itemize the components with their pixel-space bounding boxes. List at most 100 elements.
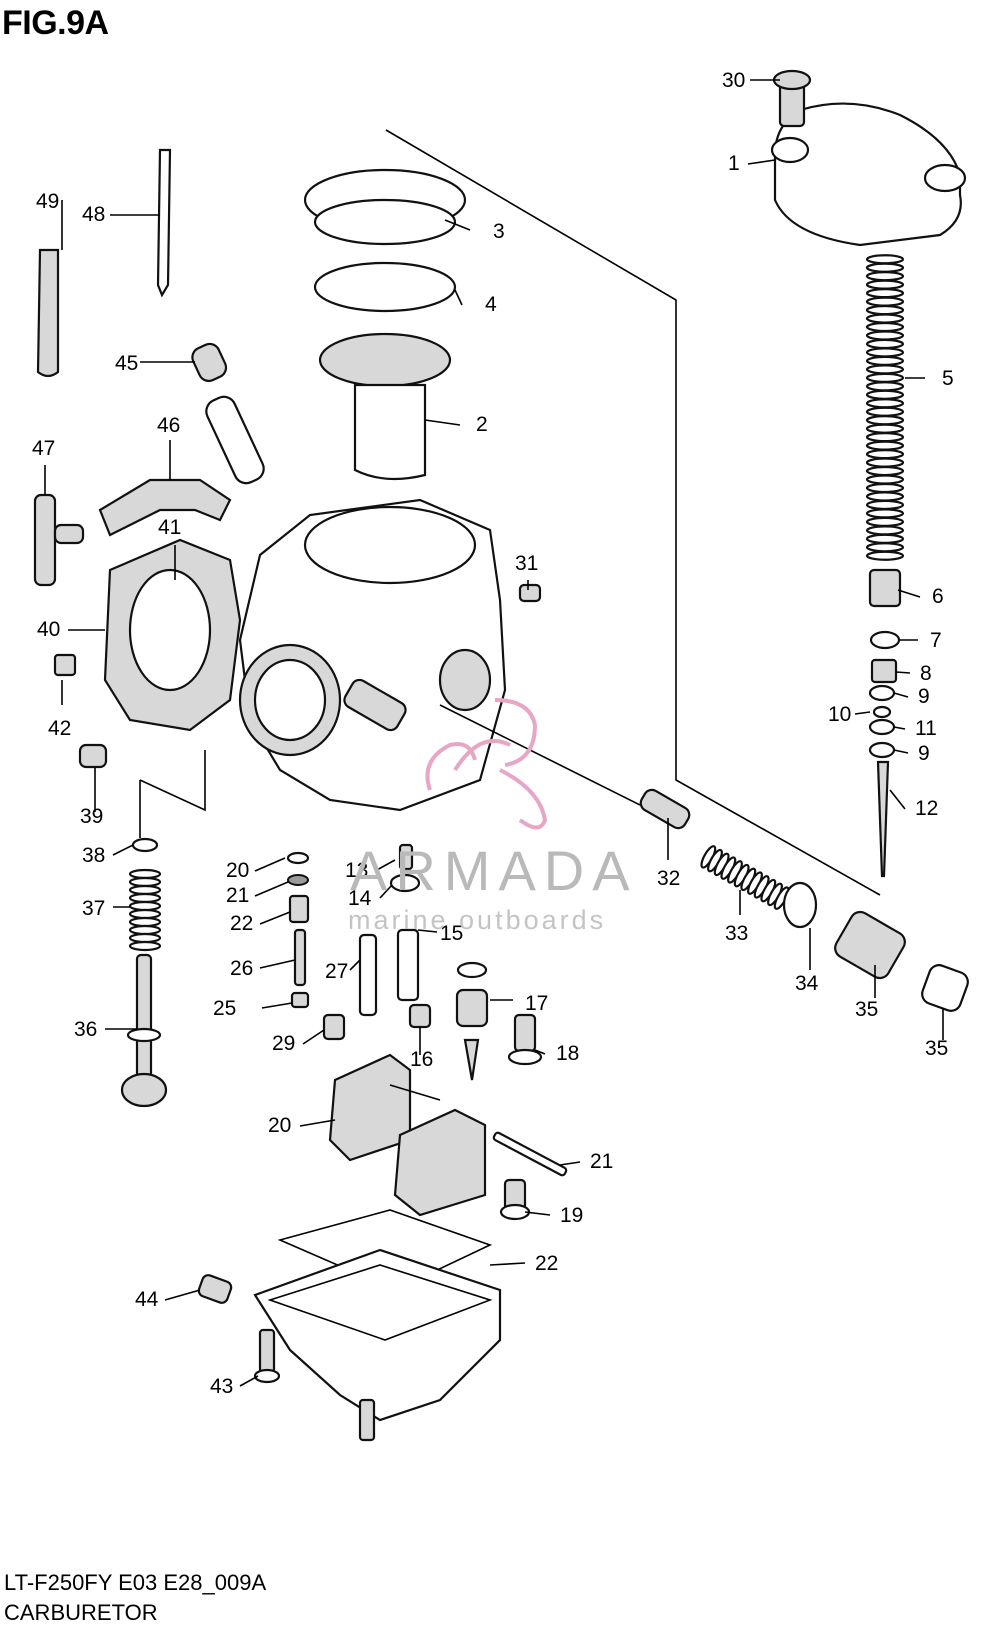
spring-coil bbox=[865, 338, 905, 350]
callout-22: 22 bbox=[535, 1252, 558, 1275]
leader-line bbox=[454, 289, 463, 306]
spring-coil bbox=[865, 415, 905, 426]
callout-44: 44 bbox=[135, 1288, 159, 1311]
spring-coil bbox=[865, 432, 905, 443]
callout-13: 13 bbox=[345, 859, 368, 882]
jet-parts bbox=[286, 843, 543, 1221]
spring-coil bbox=[128, 940, 162, 952]
spring-coil bbox=[865, 448, 905, 460]
callout-25: 22 bbox=[230, 912, 253, 935]
callout-3: 3 bbox=[493, 220, 505, 243]
spring-coil bbox=[865, 304, 905, 316]
callout-12: 12 bbox=[915, 797, 938, 820]
top-cap bbox=[770, 69, 967, 247]
leader-line bbox=[164, 1289, 201, 1301]
leader-line bbox=[259, 959, 296, 969]
callout-34: 35 bbox=[855, 998, 878, 1021]
spring-coil bbox=[865, 355, 905, 367]
carburetor-body bbox=[53, 498, 542, 812]
callout-4: 4 bbox=[485, 293, 497, 316]
spring-coil bbox=[128, 908, 162, 920]
callout-18: 18 bbox=[556, 1042, 579, 1065]
callout-38: 38 bbox=[82, 844, 105, 867]
spring-coil bbox=[865, 262, 905, 273]
spring-coil bbox=[865, 296, 905, 307]
spring-coil bbox=[128, 924, 162, 936]
watermark-tagline: marine outboards bbox=[348, 905, 607, 935]
needle-parts bbox=[868, 568, 902, 878]
watermark-loop bbox=[494, 698, 538, 767]
callout-16: 16 bbox=[410, 1048, 433, 1071]
leader-line bbox=[489, 1262, 526, 1266]
callout-10: 10 bbox=[828, 703, 851, 726]
hose-parts bbox=[33, 148, 265, 587]
callout-49: 49 bbox=[36, 190, 59, 213]
leader-line bbox=[893, 692, 909, 698]
leader-line bbox=[424, 419, 461, 426]
leader-line bbox=[747, 159, 776, 165]
leader-line bbox=[261, 1002, 293, 1009]
model-code: LT-F250FY E03 E28_009A bbox=[4, 1570, 267, 1595]
leader-line bbox=[349, 959, 361, 971]
float-bowl bbox=[197, 1209, 502, 1442]
callout-45: 45 bbox=[115, 352, 138, 375]
spring-coil bbox=[865, 389, 905, 400]
callout-20: 20 bbox=[268, 1114, 291, 1137]
spring-coil bbox=[128, 876, 162, 888]
callout-14: 14 bbox=[348, 887, 372, 910]
spring-coil bbox=[128, 916, 162, 928]
piston-assembly bbox=[303, 168, 467, 481]
spring-coil bbox=[865, 533, 905, 544]
leader-line bbox=[417, 929, 438, 933]
spring-coil bbox=[865, 330, 905, 341]
watermark-logo bbox=[425, 698, 548, 830]
callout-37: 37 bbox=[82, 897, 105, 920]
spring-coil bbox=[128, 892, 162, 904]
leader-line bbox=[112, 844, 134, 856]
callout-5: 5 bbox=[942, 367, 954, 390]
leader-line bbox=[854, 711, 871, 715]
spring-coil bbox=[865, 406, 905, 417]
spring-coil bbox=[865, 516, 905, 527]
callout-29: 29 bbox=[272, 1032, 295, 1055]
callout-32: 33 bbox=[725, 922, 748, 945]
leader-line bbox=[374, 859, 396, 872]
callout-21: 21 bbox=[590, 1150, 613, 1173]
throttle-spring bbox=[865, 254, 905, 561]
callout-48: 48 bbox=[82, 203, 105, 226]
leader-line bbox=[259, 911, 291, 925]
callout-26A: 25 bbox=[213, 997, 236, 1020]
diagram-caption: CARBURETOR bbox=[4, 1600, 158, 1625]
callout-24: 21 bbox=[226, 884, 249, 907]
figure-title: FIG.9A bbox=[2, 4, 109, 42]
callout-9a: 9 bbox=[918, 685, 930, 708]
callout-27: 27 bbox=[325, 960, 348, 983]
callout-33: 34 bbox=[795, 972, 819, 995]
callout-39: 39 bbox=[80, 805, 103, 828]
leader-line bbox=[524, 1211, 551, 1216]
spring-coil bbox=[865, 381, 905, 392]
callout-6: 6 bbox=[932, 585, 944, 608]
callout-15: 15 bbox=[440, 922, 463, 945]
leader-line bbox=[299, 1119, 336, 1127]
spring-coil bbox=[865, 525, 905, 536]
callout-43: 43 bbox=[210, 1375, 233, 1398]
spring-coil bbox=[128, 900, 162, 912]
callout-23: 20 bbox=[226, 859, 249, 882]
spring-coil bbox=[865, 465, 905, 477]
callout-35: 35 bbox=[925, 1037, 948, 1060]
spring-coil bbox=[865, 398, 905, 409]
leader-line bbox=[889, 789, 906, 810]
callout-28: 31 bbox=[515, 552, 538, 575]
spring-coil bbox=[865, 499, 905, 511]
spring-coil bbox=[865, 423, 905, 434]
spring-coil bbox=[865, 372, 905, 383]
spring-coil bbox=[865, 321, 905, 333]
spring-coil bbox=[865, 491, 905, 502]
spring-coil bbox=[865, 313, 905, 324]
callout-41: 41 bbox=[158, 516, 181, 539]
spring-coil bbox=[865, 550, 905, 561]
watermark-loop bbox=[499, 768, 548, 830]
callout-9b: 9 bbox=[918, 742, 930, 765]
